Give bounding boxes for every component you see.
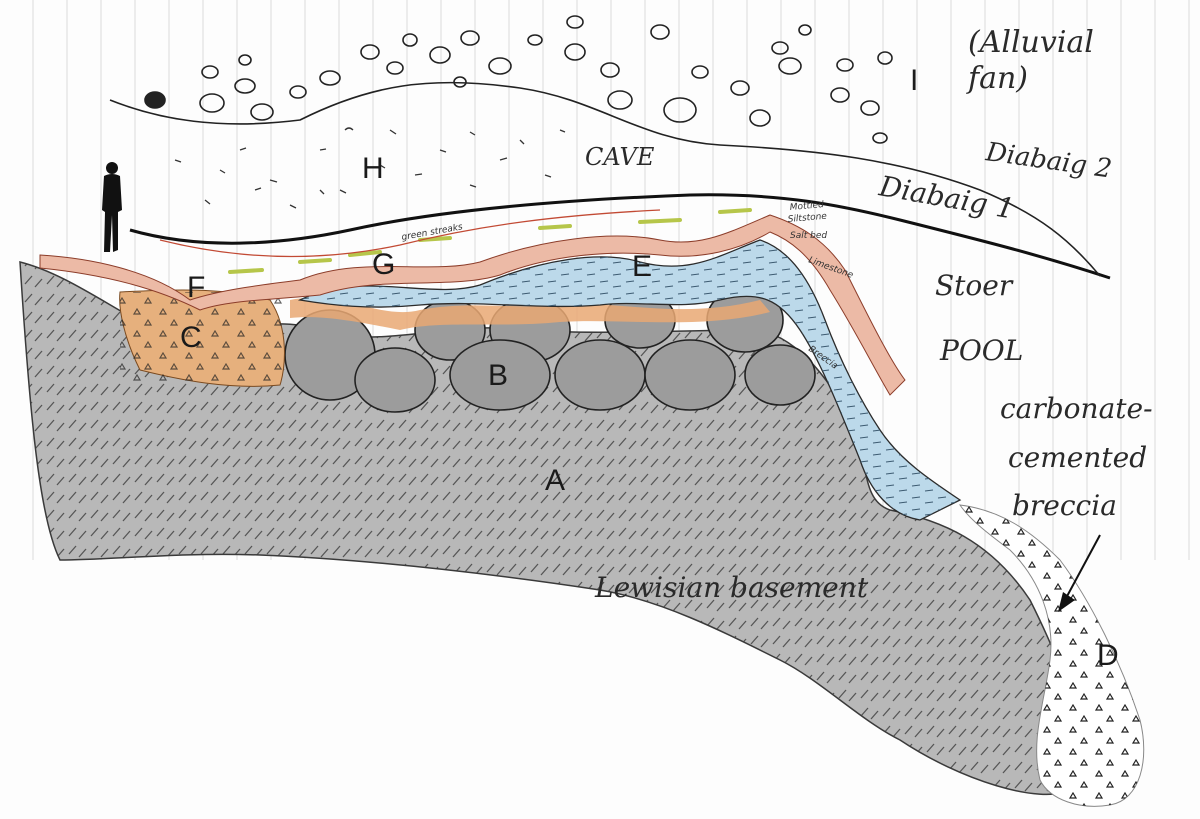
label-A: A	[545, 464, 565, 497]
label-salt-bed: Salt bed	[790, 231, 827, 241]
label-F: F	[187, 271, 205, 304]
label-E: E	[632, 250, 652, 283]
label-carbonate-line1: carbonate-	[1000, 392, 1153, 425]
label-carbonate-line2: cemented	[1008, 441, 1147, 474]
label-B: B	[488, 359, 508, 392]
label-alluvial-line1: (Alluvial	[968, 25, 1094, 60]
label-stoer: Stoer	[935, 269, 1014, 302]
label-cave: CAVE	[585, 143, 655, 171]
label-carbonate-line3: breccia	[1012, 489, 1117, 522]
label-pool: POOL	[939, 334, 1023, 367]
label-I: I	[910, 64, 918, 97]
label-H: H	[362, 152, 384, 185]
label-D: D	[1097, 639, 1119, 672]
label-G: G	[372, 248, 395, 281]
label-lewisian-basement: Lewisian basement	[594, 571, 869, 604]
label-C: C	[180, 321, 202, 354]
label-alluvial-line2: fan)	[966, 61, 1028, 96]
